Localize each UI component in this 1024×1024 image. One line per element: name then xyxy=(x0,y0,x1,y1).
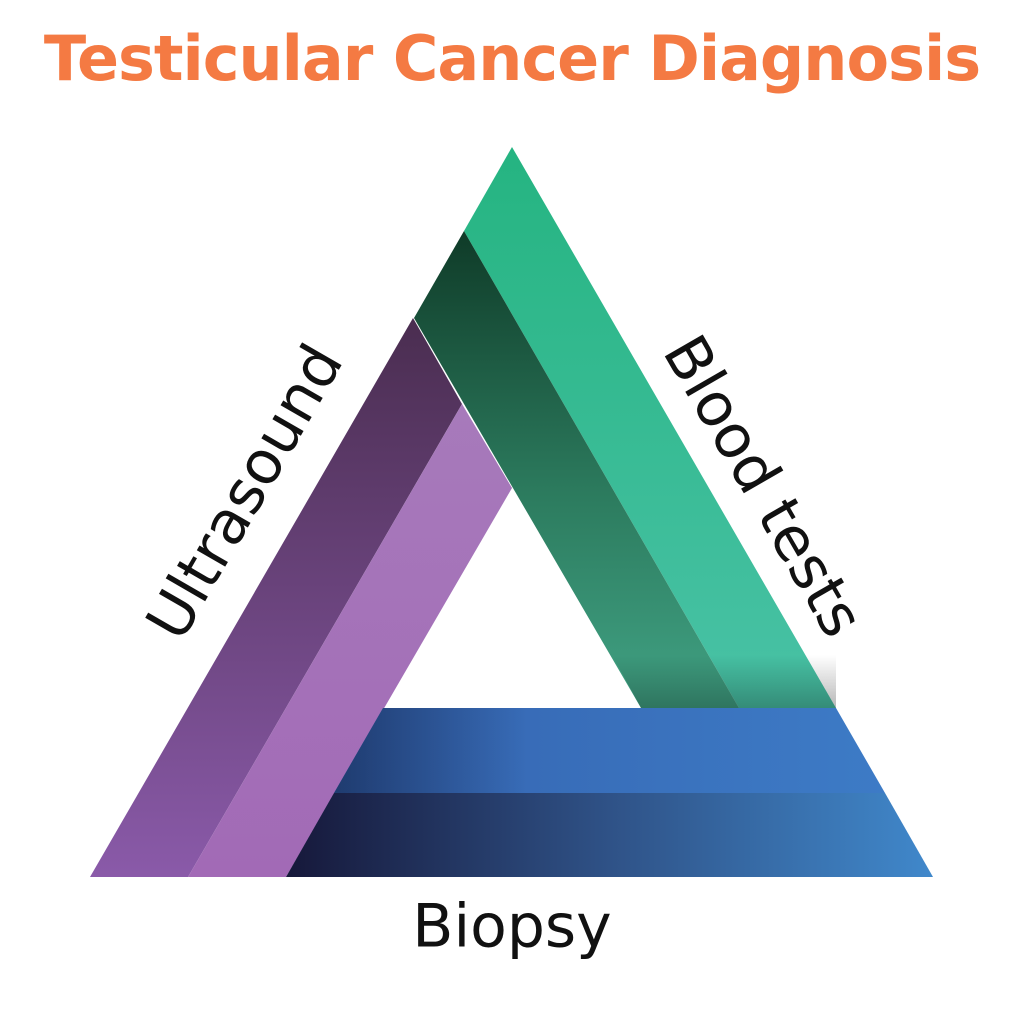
biopsy-band-top-shade xyxy=(334,708,885,793)
biopsy-label: Biopsy xyxy=(412,892,611,962)
blood-tests-band xyxy=(414,147,836,708)
ultrasound-band-outer xyxy=(90,318,462,877)
biopsy-band-bottom xyxy=(286,793,933,877)
ultrasound-band xyxy=(90,318,512,877)
ultrasound-band-inner xyxy=(188,404,512,877)
page-title: Testicular Cancer Diagnosis xyxy=(43,22,981,95)
biopsy-band xyxy=(286,708,933,877)
blood-tests-band-outer xyxy=(464,147,836,708)
blood-tests-band-inner xyxy=(414,231,739,708)
blood-tests-band-shadow xyxy=(612,655,836,708)
